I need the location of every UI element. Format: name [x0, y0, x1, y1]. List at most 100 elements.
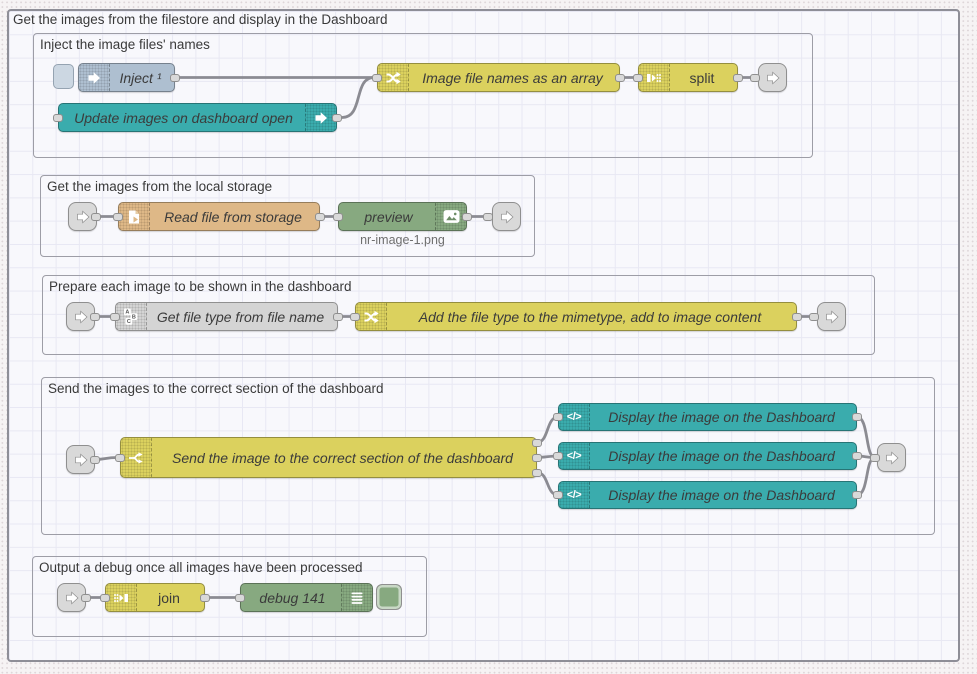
- link-in-icon: [76, 210, 90, 223]
- join-node-label: join: [158, 589, 180, 606]
- port[interactable]: [733, 73, 743, 82]
- port[interactable]: [553, 491, 563, 499]
- ui-control-arrow-icon: [305, 104, 336, 131]
- port[interactable]: [553, 452, 563, 460]
- switch-icon: [121, 438, 152, 477]
- group-inject[interactable]: [33, 33, 813, 158]
- image-icon: [435, 203, 466, 230]
- port[interactable]: [553, 413, 563, 421]
- group-storage-label: Get the images from the local storage: [47, 179, 273, 194]
- inject-trigger-button[interactable]: [53, 64, 74, 89]
- port[interactable]: [90, 455, 100, 464]
- port[interactable]: [809, 312, 819, 321]
- preview-status-text: nr-image-1.png: [360, 233, 445, 247]
- port[interactable]: [235, 593, 245, 602]
- switch-node-label: Send the image to the correct section of…: [172, 449, 513, 466]
- group-output-label: Output a debug once all images have been…: [39, 560, 363, 575]
- split-node-label: split: [689, 69, 715, 86]
- wire[interactable]: [340, 76, 376, 119]
- port[interactable]: [332, 113, 342, 122]
- debug-list-icon: [341, 584, 372, 611]
- debug-node[interactable]: debug 141: [240, 583, 373, 612]
- group-send-label: Send the images to the correct section o…: [48, 381, 384, 396]
- link-out-node-1[interactable]: [758, 63, 787, 92]
- port[interactable]: [53, 113, 63, 122]
- port[interactable]: [100, 593, 110, 602]
- group-main-label: Get the images from the filestore and di…: [13, 12, 388, 27]
- port[interactable]: [532, 453, 542, 462]
- port[interactable]: [532, 438, 542, 447]
- switch-node[interactable]: Send the image to the correct section of…: [120, 437, 537, 478]
- port[interactable]: [333, 312, 343, 321]
- port[interactable]: [350, 312, 360, 321]
- ui-control-node[interactable]: Update images on dashboard open: [58, 103, 337, 132]
- group-storage[interactable]: [40, 175, 535, 257]
- link-out-icon: [825, 310, 839, 323]
- port[interactable]: [792, 312, 802, 321]
- port[interactable]: [750, 73, 760, 82]
- code-icon: </>: [559, 443, 590, 469]
- port[interactable]: [852, 452, 862, 460]
- port[interactable]: [532, 468, 542, 477]
- link-in-icon: [74, 310, 88, 323]
- link-out-icon: [500, 210, 514, 223]
- function-node-mimetype-label: Add the file type to the mimetype, add t…: [418, 308, 762, 325]
- port[interactable]: [115, 453, 125, 462]
- port[interactable]: [615, 73, 625, 82]
- port[interactable]: [110, 312, 120, 321]
- split-node[interactable]: split: [638, 63, 738, 92]
- port[interactable]: [372, 73, 382, 82]
- port[interactable]: [483, 212, 493, 221]
- port[interactable]: [170, 73, 180, 82]
- ui-template-node-1[interactable]: </> Display the image on the Dashboard: [558, 403, 857, 431]
- ui-template-node-2[interactable]: </> Display the image on the Dashboard: [558, 442, 857, 470]
- function-icon: [378, 64, 409, 91]
- svg-text:A: A: [125, 310, 129, 316]
- port[interactable]: [852, 491, 862, 499]
- inject-node[interactable]: Inject ¹: [78, 63, 175, 92]
- image-preview-node-label: preview: [364, 208, 413, 225]
- port[interactable]: [462, 212, 472, 221]
- port[interactable]: [91, 212, 101, 221]
- link-out-node-4[interactable]: [877, 443, 906, 472]
- debug-toggle-button[interactable]: [376, 584, 402, 610]
- port[interactable]: [633, 73, 643, 82]
- join-node[interactable]: join: [105, 583, 205, 612]
- group-prepare[interactable]: [42, 275, 875, 355]
- wire[interactable]: [855, 456, 877, 497]
- port[interactable]: [870, 453, 880, 462]
- file-read-node-label: Read file from storage: [164, 208, 302, 225]
- port[interactable]: [90, 312, 100, 321]
- link-out-node-3[interactable]: [817, 302, 846, 331]
- inject-arrow-icon: [79, 64, 110, 91]
- port[interactable]: [315, 212, 325, 221]
- port[interactable]: [333, 212, 343, 221]
- function-node-mimetype[interactable]: Add the file type to the mimetype, add t…: [355, 302, 797, 331]
- group-send[interactable]: [41, 377, 935, 535]
- link-out-node-2[interactable]: [492, 202, 521, 231]
- ui-template-node-3-label: Display the image on the Dashboard: [608, 487, 835, 503]
- file-read-node[interactable]: Read file from storage: [118, 202, 320, 231]
- port[interactable]: [852, 413, 862, 421]
- port[interactable]: [81, 593, 91, 602]
- abc-blocks-icon: A B C: [116, 303, 147, 330]
- change-node-label: Get file type from file name: [156, 308, 325, 325]
- group-inject-label: Inject the image files' names: [40, 37, 210, 52]
- group-output[interactable]: [32, 556, 427, 637]
- function-icon: [356, 303, 387, 330]
- image-preview-node[interactable]: preview: [338, 202, 467, 231]
- function-node-filenames[interactable]: Image file names as an array: [377, 63, 620, 92]
- debug-node-label: debug 141: [259, 589, 326, 606]
- split-icon: [639, 64, 670, 91]
- port[interactable]: [200, 593, 210, 602]
- port[interactable]: [113, 212, 123, 221]
- join-icon: [106, 584, 137, 611]
- link-out-icon: [766, 71, 780, 84]
- inject-node-label: Inject ¹: [119, 69, 162, 86]
- change-node[interactable]: A B C Get file type from file name: [115, 302, 338, 331]
- group-prepare-label: Prepare each image to be shown in the da…: [49, 279, 352, 294]
- ui-template-node-3[interactable]: </> Display the image on the Dashboard: [558, 481, 857, 509]
- svg-text:B: B: [131, 314, 135, 320]
- ui-template-node-2-label: Display the image on the Dashboard: [608, 448, 835, 464]
